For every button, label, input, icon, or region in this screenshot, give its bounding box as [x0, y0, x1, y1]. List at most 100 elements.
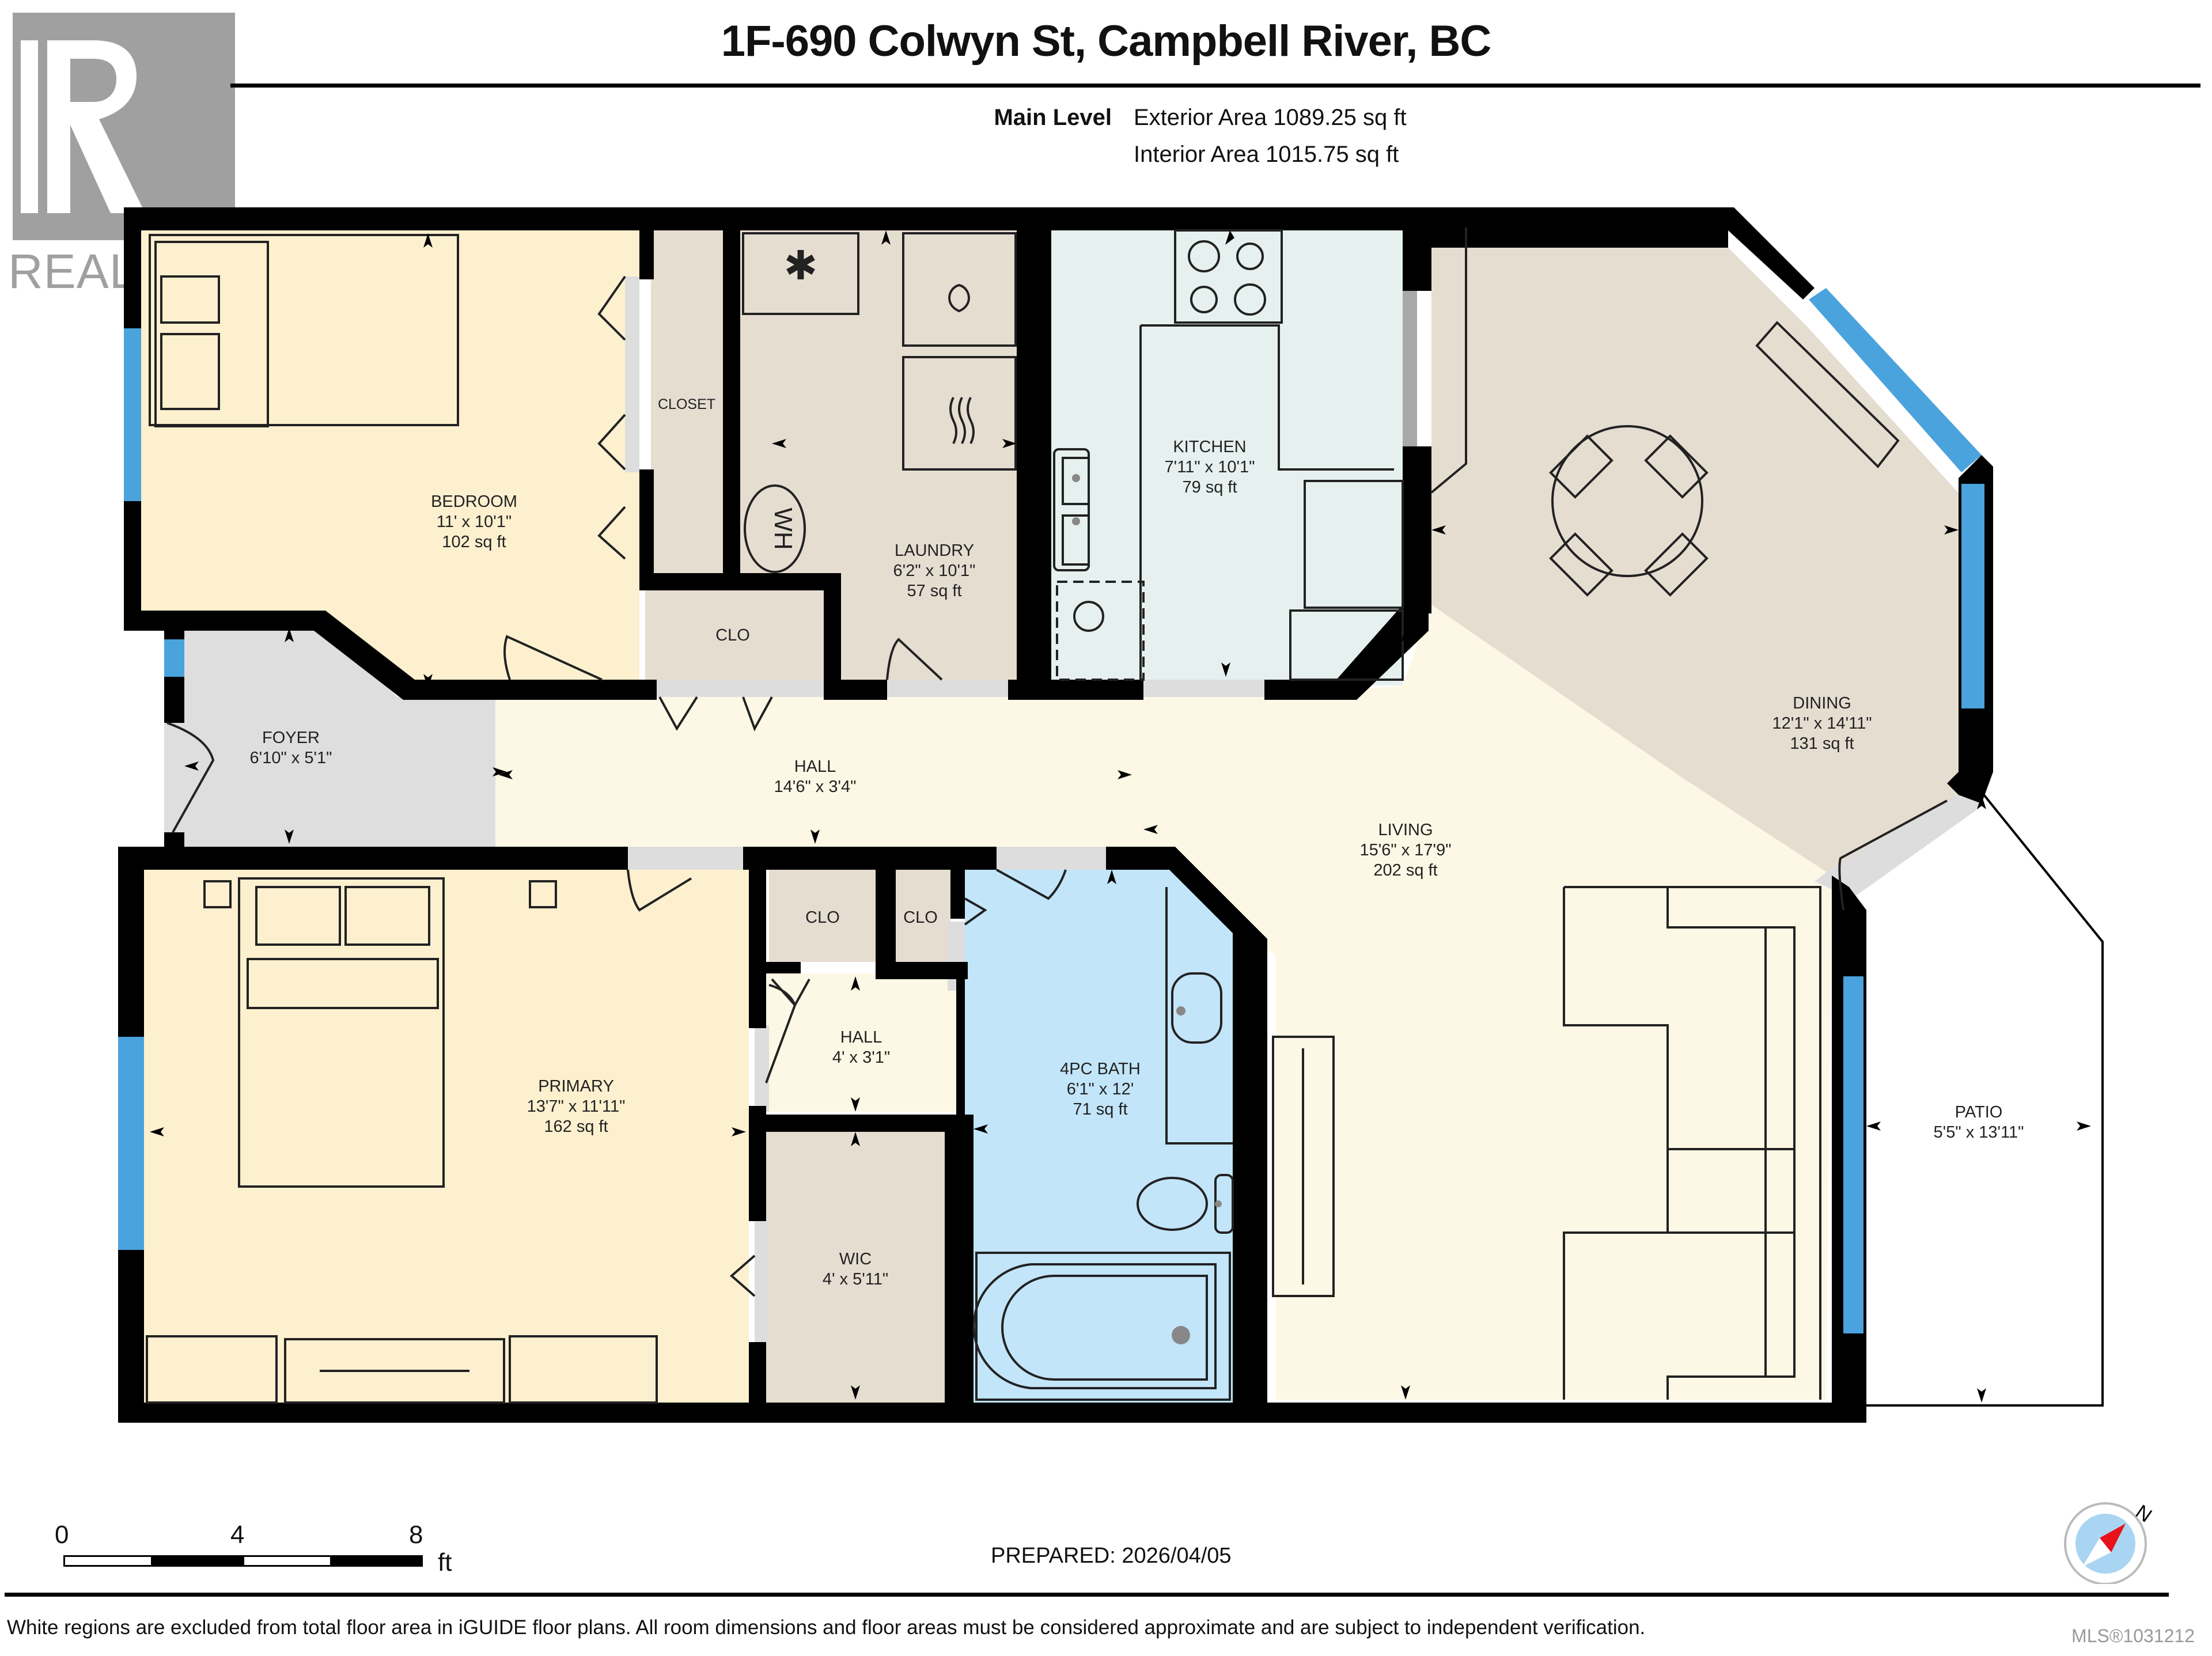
compass-icon: N	[2056, 1492, 2172, 1585]
sideboard-icon	[1755, 321, 1900, 469]
level-label: Main Level	[994, 105, 1112, 130]
hall-small-fill	[766, 973, 956, 1112]
room-fills	[138, 228, 2104, 1407]
room-name: HALL	[840, 1028, 882, 1047]
scale-tick: 0	[55, 1521, 69, 1549]
dishwasher-icon	[1056, 581, 1145, 681]
bed-icon	[149, 234, 459, 426]
room-name: WIC	[839, 1250, 872, 1268]
room-dims: 7'11" x 10'1"	[1165, 458, 1255, 476]
fixture-glyphs: ✱ WH	[769, 243, 1222, 1344]
clo-a-fill	[769, 867, 876, 962]
room-name: CLO	[715, 626, 750, 645]
snowflake-icon: ✱	[784, 243, 818, 288]
room-area: 57 sq ft	[907, 582, 961, 600]
dryer-icon	[902, 356, 1017, 471]
sink-icon	[1053, 448, 1090, 571]
water-heater-label: WH	[769, 507, 797, 550]
heat-icon	[949, 397, 975, 444]
scale-unit: ft	[438, 1548, 452, 1577]
window-primary	[118, 1037, 144, 1250]
freezer-icon	[742, 232, 859, 315]
bath-fill	[965, 867, 1233, 1403]
room-dims: 4' x 3'1"	[832, 1048, 890, 1067]
hall-living-fill	[495, 605, 1832, 1400]
dimension-markers	[150, 230, 2091, 1403]
room-name: LAUNDRY	[895, 541, 974, 560]
room-dims: 11' x 10'1"	[437, 513, 512, 531]
bedroom-fill	[138, 230, 639, 691]
window-bedroom	[124, 328, 141, 501]
footer-divider	[5, 1593, 2169, 1597]
windows	[118, 288, 1984, 1333]
entry-door-icon	[166, 722, 215, 833]
interior-area: Interior Area 1015.75 sq ft	[1134, 142, 1399, 167]
window-foyer	[164, 639, 184, 677]
room-area: 162 sq ft	[544, 1117, 608, 1136]
bifold-hall-icon	[658, 696, 698, 731]
room-name: 4PC BATH	[1060, 1060, 1141, 1078]
realtor-logo-icon	[13, 13, 235, 240]
room-name: BEDROOM	[431, 492, 517, 511]
room-name: CLOSET	[658, 396, 715, 412]
dining-table-icon	[1551, 425, 1703, 577]
laundry-door-icon	[886, 638, 943, 681]
patio-door-icon	[1838, 799, 1948, 911]
room-name: LIVING	[1378, 821, 1433, 839]
exterior-area: Exterior Area 1089.25 sq ft	[1134, 105, 1407, 130]
room-name: DINING	[1793, 694, 1851, 713]
room-labels: BEDROOM 11' x 10'1" 102 sq ft CLOSET CLO…	[250, 396, 2024, 1289]
washer-icon	[902, 232, 1017, 347]
room-area: 131 sq ft	[1790, 734, 1854, 753]
dresser-icon	[146, 1335, 278, 1404]
bathtub-icon	[975, 1252, 1231, 1401]
room-dims: 13'7" x 11'11"	[527, 1097, 626, 1116]
walls	[118, 207, 1993, 1423]
room-name: KITCHEN	[1173, 438, 1246, 456]
scale-tick: 8	[409, 1521, 423, 1549]
room-name: CLO	[903, 908, 938, 927]
patio-fill	[1842, 790, 2104, 1407]
stove-icon	[1174, 229, 1283, 324]
room-dims: 6'2" x 10'1"	[893, 562, 976, 580]
scale-tick: 4	[230, 1521, 245, 1549]
page-title: 1F-690 Colwyn St, Campbell River, BC	[721, 17, 1492, 66]
room-area: 79 sq ft	[1182, 478, 1237, 497]
room-name: PATIO	[1955, 1103, 2003, 1121]
room-name: CLO	[805, 908, 840, 927]
fridge-icon	[1304, 480, 1404, 609]
room-dims: 6'10" x 5'1"	[250, 749, 332, 767]
prepared-date: PREPARED: 2026/04/05	[991, 1544, 1232, 1568]
room-dims: 14'6" x 3'4"	[774, 778, 857, 796]
closet-fill	[651, 230, 723, 576]
disclaimer: White regions are excluded from total fl…	[7, 1616, 1646, 1639]
room-name: PRIMARY	[538, 1077, 614, 1096]
toilet-icon	[1137, 1177, 1208, 1231]
window-living	[1843, 976, 1863, 1333]
water-drop-icon	[948, 283, 970, 313]
wic-fill	[766, 1132, 945, 1403]
clo-b-fill	[896, 867, 950, 962]
water-heater-icon	[744, 484, 806, 573]
room-area: 202 sq ft	[1373, 861, 1437, 880]
vanity-icon	[1165, 887, 1233, 1145]
foyer-fill	[164, 628, 495, 847]
room-area: 71 sq ft	[1073, 1100, 1127, 1119]
mls-number: MLS®1031212	[2071, 1625, 2195, 1646]
fixtures	[146, 228, 1948, 1404]
room-dims: 15'6" x 17'9"	[1359, 841, 1451, 859]
window-dining-side	[1961, 484, 1984, 708]
wic-door-icon	[729, 1255, 756, 1297]
room-dims: 6'1" x 12'	[1067, 1080, 1134, 1098]
room-name: FOYER	[262, 729, 320, 747]
room-name: HALL	[794, 757, 836, 776]
title-divider	[230, 84, 2200, 88]
window-dining-angled	[1809, 288, 1982, 472]
room-dims: 4' x 5'11"	[823, 1270, 888, 1289]
room-dims: 12'1" x 14'11"	[1772, 714, 1872, 733]
room-dims: 5'5" x 13'11"	[1934, 1123, 2024, 1142]
scale-bar: 0 4 8 ft	[55, 1521, 495, 1590]
sofa-icon	[1564, 886, 1821, 1400]
room-area: 102 sq ft	[442, 533, 506, 551]
